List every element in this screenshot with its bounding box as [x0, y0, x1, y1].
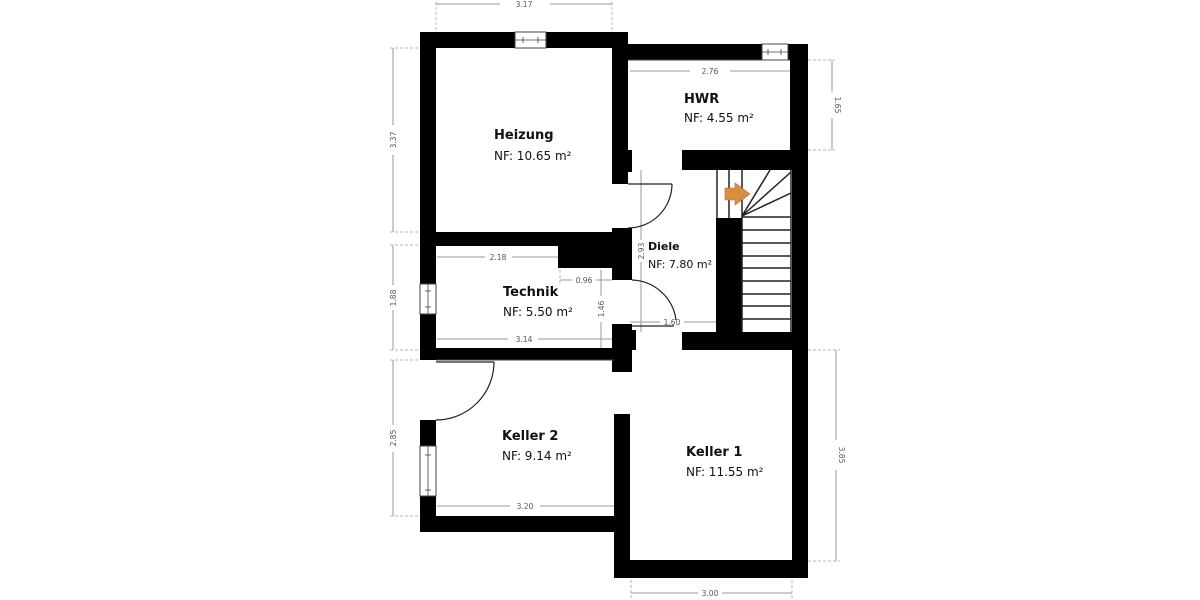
dim-diele-width: 1.60: [664, 318, 681, 327]
door-keller2: [435, 361, 495, 421]
room-keller2: Keller 2 NF: 9.14 m²: [502, 429, 572, 463]
room-name: Keller 2: [502, 429, 558, 444]
door-heizung: [627, 183, 673, 229]
room-area: NF: 4.55 m²: [684, 111, 754, 125]
room-name: Diele: [648, 240, 680, 253]
room-area: NF: 7.80 m²: [648, 258, 712, 271]
room-name: Heizung: [494, 128, 554, 143]
room-name: HWR: [684, 92, 719, 107]
windows: [419, 31, 789, 497]
dim-technik-height: 1.88: [389, 289, 398, 306]
dim-keller2-width: 3.20: [517, 502, 534, 511]
stair-direction-arrow-icon: [724, 182, 751, 206]
room-diele: Diele NF: 7.80 m²: [648, 240, 712, 271]
dim-hwr-height: 1.65: [833, 97, 842, 114]
room-heizung: Heizung NF: 10.65 m²: [494, 128, 572, 163]
window-technik: [419, 283, 437, 315]
room-hwr: HWR NF: 4.55 m²: [684, 92, 754, 125]
dim-technik-bottom-width: 3.14: [516, 335, 533, 344]
doors: [435, 183, 677, 421]
walls: [420, 32, 808, 578]
dim-heizung-width: 3.17: [516, 0, 533, 9]
window-keller2: [419, 445, 437, 497]
room-labels: Heizung NF: 10.65 m² HWR NF: 4.55 m² Die…: [494, 92, 764, 479]
room-name: Technik: [503, 285, 559, 300]
staircase: [716, 169, 792, 332]
dim-keller1-width: 3.00: [702, 589, 719, 598]
dim-diele-height: 2.93: [637, 242, 646, 259]
room-name: Keller 1: [686, 445, 742, 460]
room-technik: Technik NF: 5.50 m²: [503, 285, 573, 319]
window-hwr: [761, 43, 789, 61]
dim-keller1-height: 3.85: [837, 447, 846, 464]
dim-technik-niche-height: 1.46: [597, 300, 606, 317]
dim-keller2-height: 2.85: [389, 429, 398, 446]
room-area: NF: 9.14 m²: [502, 449, 572, 463]
dim-hwr-width: 2.76: [702, 67, 719, 76]
window-heizung: [514, 31, 547, 49]
dim-technik-top-width: 2.18: [490, 253, 507, 262]
dim-heizung-height: 3.37: [389, 131, 398, 148]
room-keller1: Keller 1 NF: 11.55 m²: [686, 445, 764, 479]
room-area: NF: 5.50 m²: [503, 305, 573, 319]
room-area: NF: 10.65 m²: [494, 149, 572, 163]
door-technik: [631, 279, 677, 327]
room-area: NF: 11.55 m²: [686, 465, 764, 479]
dimension-lines: 3.17 3.37 2.76 1.65 2.93 1.60 2.18: [389, 0, 846, 598]
dim-technik-niche-width: 0.96: [576, 276, 593, 285]
